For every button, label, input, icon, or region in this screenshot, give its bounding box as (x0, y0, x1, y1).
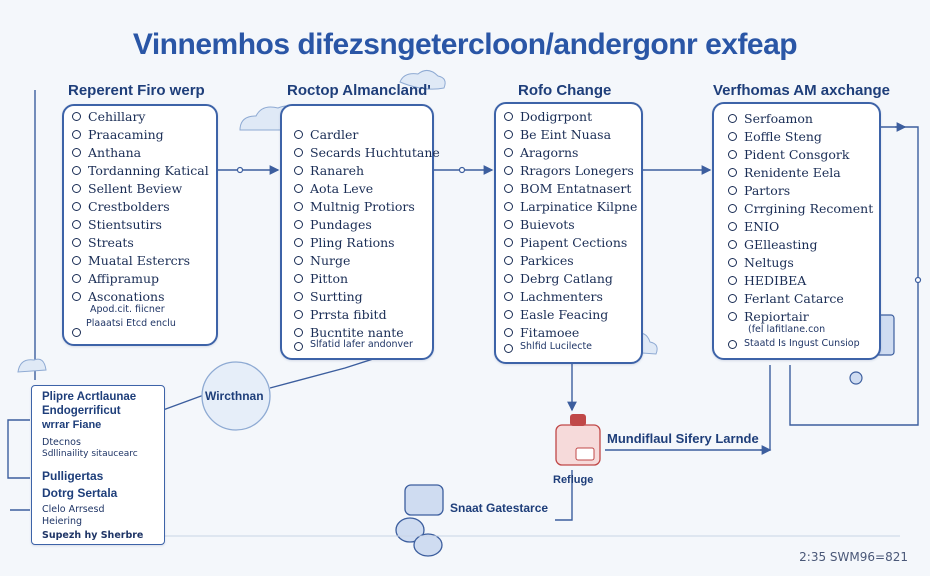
bullet-icon (504, 274, 513, 283)
bullet-icon (728, 204, 737, 213)
bullet-icon (294, 256, 303, 265)
bullet-icon (72, 148, 81, 157)
bullet-icon (728, 222, 737, 231)
bullet-icon (504, 328, 513, 337)
bullet-icon (504, 130, 513, 139)
bullet-icon (72, 184, 81, 193)
bullet-icon (504, 238, 513, 247)
bullet-icon (72, 202, 81, 211)
left-box-line: Dotrg Sertala (42, 486, 118, 500)
column-heading: Roctop Almancland' (287, 82, 431, 99)
bullet-icon (294, 130, 303, 139)
bullet-icon (504, 310, 513, 319)
bullet-icon (294, 238, 303, 247)
bullet-icon (728, 150, 737, 159)
bullet-icon (72, 112, 81, 121)
bullet-icon (728, 294, 737, 303)
bullet-icon (728, 258, 737, 267)
bullet-icon (294, 342, 303, 351)
bullet-icon (728, 312, 737, 321)
panel-note: Apod.cit. fiicner (90, 304, 165, 315)
bullet-icon (504, 112, 513, 121)
bullet-icon (294, 148, 303, 157)
bullet-icon (504, 256, 513, 265)
bullet-icon (294, 274, 303, 283)
bullet-icon (72, 166, 81, 175)
bullet-icon (728, 276, 737, 285)
connector-node (236, 166, 244, 174)
footer-code: 2:35 SWM96=821 (799, 550, 908, 564)
panel-column-2: Cardler Secards Huchtutane Ranareh Aota … (280, 104, 440, 360)
bullet-icon (294, 184, 303, 193)
bullet-icon (294, 220, 303, 229)
left-box-line: Plipre Acrtlaunae (42, 391, 137, 403)
bullet-icon (294, 328, 303, 337)
bullet-icon (504, 220, 513, 229)
left-box-line: Dtecnos (42, 437, 81, 448)
bullet-icon (728, 340, 737, 349)
bullet-icon (72, 292, 81, 301)
refuge-label: Refluge (553, 474, 594, 486)
bullet-icon (504, 148, 513, 157)
column-heading: Verfhomas AM axchange (713, 82, 891, 99)
panel-note: Plaaatsi Etcd enclu (86, 318, 176, 329)
left-box-line: Sdllinaility sitaucearc (42, 449, 138, 459)
left-info-box: Plipre Acrtlaunae Endogerrificut wrrar F… (31, 385, 165, 545)
connector-line (555, 470, 573, 521)
bullet-icon (294, 292, 303, 301)
bubble-label: Wircthnan (205, 389, 264, 403)
bullet-icon (72, 220, 81, 229)
panel-column-3: Dodigrpont Be Eint Nuasa Aragorns Rragor… (494, 102, 643, 364)
bullet-icon (72, 328, 81, 337)
bullet-icon (728, 186, 737, 195)
connector-node (914, 276, 922, 284)
monitor-label: Mundiflaul Sifery Larnde (607, 431, 759, 446)
hands-icon (395, 484, 444, 557)
bullet-icon (504, 344, 513, 353)
bullet-icon (294, 202, 303, 211)
left-box-line: wrrar Fiane (42, 419, 102, 431)
bullet-icon (728, 168, 737, 177)
gatestance-label: Snaat Gatestarce (450, 501, 549, 515)
bullet-icon (728, 114, 737, 123)
cloud-icon (17, 358, 47, 373)
bullet-icon (504, 166, 513, 175)
bullet-icon (72, 274, 81, 283)
bullet-icon (728, 132, 737, 141)
bullet-icon (72, 256, 81, 265)
column-heading: Reperent Firo werp (68, 82, 205, 99)
bubble-node (201, 361, 271, 431)
connector-line (7, 419, 30, 479)
bullet-icon (72, 238, 81, 247)
panel-column-4: Serfoamon Eoffle Steng Pident Consgork R… (712, 102, 881, 360)
panel-note: Shlfid Lucilecte (520, 341, 593, 352)
connector-node (458, 166, 466, 174)
bullet-icon (294, 310, 303, 319)
left-box-line: Endogerrificut (42, 405, 121, 417)
bullet-icon (504, 292, 513, 301)
refuge-icon (555, 414, 601, 466)
panel-note: Slfatid lafer andonver (310, 339, 413, 350)
panel-note: (fel lafitlane.con (748, 324, 826, 335)
bullet-icon (504, 202, 513, 211)
bullet-icon (504, 184, 513, 193)
diagram-title: Vinnemhos difezsngetercloon/andergonr ex… (132, 28, 798, 61)
bullet-icon (728, 240, 737, 249)
panel-column-1: Cehillary Praacaming Anthana Tordanning … (62, 104, 218, 346)
left-box-line: Clelo Arrsesd (42, 504, 105, 515)
cloud-icon (399, 70, 446, 90)
left-box-line: Pulligertas (42, 469, 104, 483)
bullet-icon (294, 166, 303, 175)
bullet-icon (72, 130, 81, 139)
panel-note: Staatd Is Ingust Cunsiop (744, 338, 860, 349)
left-box-line: Supezh hy Sherbre (42, 530, 144, 541)
left-box-line: Heiering (42, 516, 83, 527)
column-heading: Rofo Change (518, 82, 612, 99)
